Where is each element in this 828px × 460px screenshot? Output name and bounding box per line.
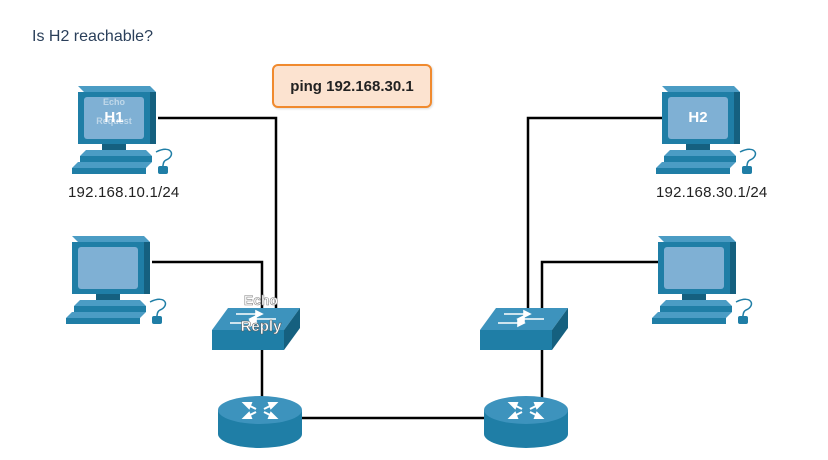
- link-pc-switch: [152, 260, 264, 318]
- link-h2-switch: [526, 116, 668, 318]
- h1-echo-overlay-line1: Echo: [103, 97, 126, 107]
- host-h2-label: H2: [688, 109, 707, 126]
- host-h1-label: H1: [104, 109, 123, 126]
- pc-left-lower[interactable]: [65, 235, 167, 325]
- h1-echo-overlay-line2: Request: [96, 116, 132, 126]
- router-right[interactable]: [483, 395, 569, 449]
- echo-reply-line2: Reply: [241, 318, 283, 335]
- switch-right[interactable]: [479, 307, 569, 351]
- question-text: Is H2 reachable?: [32, 28, 153, 45]
- link-h1-switch: [158, 116, 278, 318]
- pc-right-lower[interactable]: [651, 235, 753, 325]
- echo-reply-label: Echo Reply: [240, 292, 283, 336]
- network-links: [152, 116, 668, 420]
- link-pc-switch-right: [540, 260, 662, 318]
- host-h1-ip: 192.168.10.1/24: [68, 184, 180, 201]
- echo-reply-line1: Echo: [244, 292, 278, 308]
- host-h2-ip: 192.168.30.1/24: [656, 184, 768, 201]
- host-h2[interactable]: H2: [655, 85, 757, 175]
- router-left[interactable]: [217, 395, 303, 449]
- ping-command-callout: ping 192.168.30.1: [272, 64, 432, 108]
- host-h1[interactable]: Echo Request H1: [71, 85, 173, 175]
